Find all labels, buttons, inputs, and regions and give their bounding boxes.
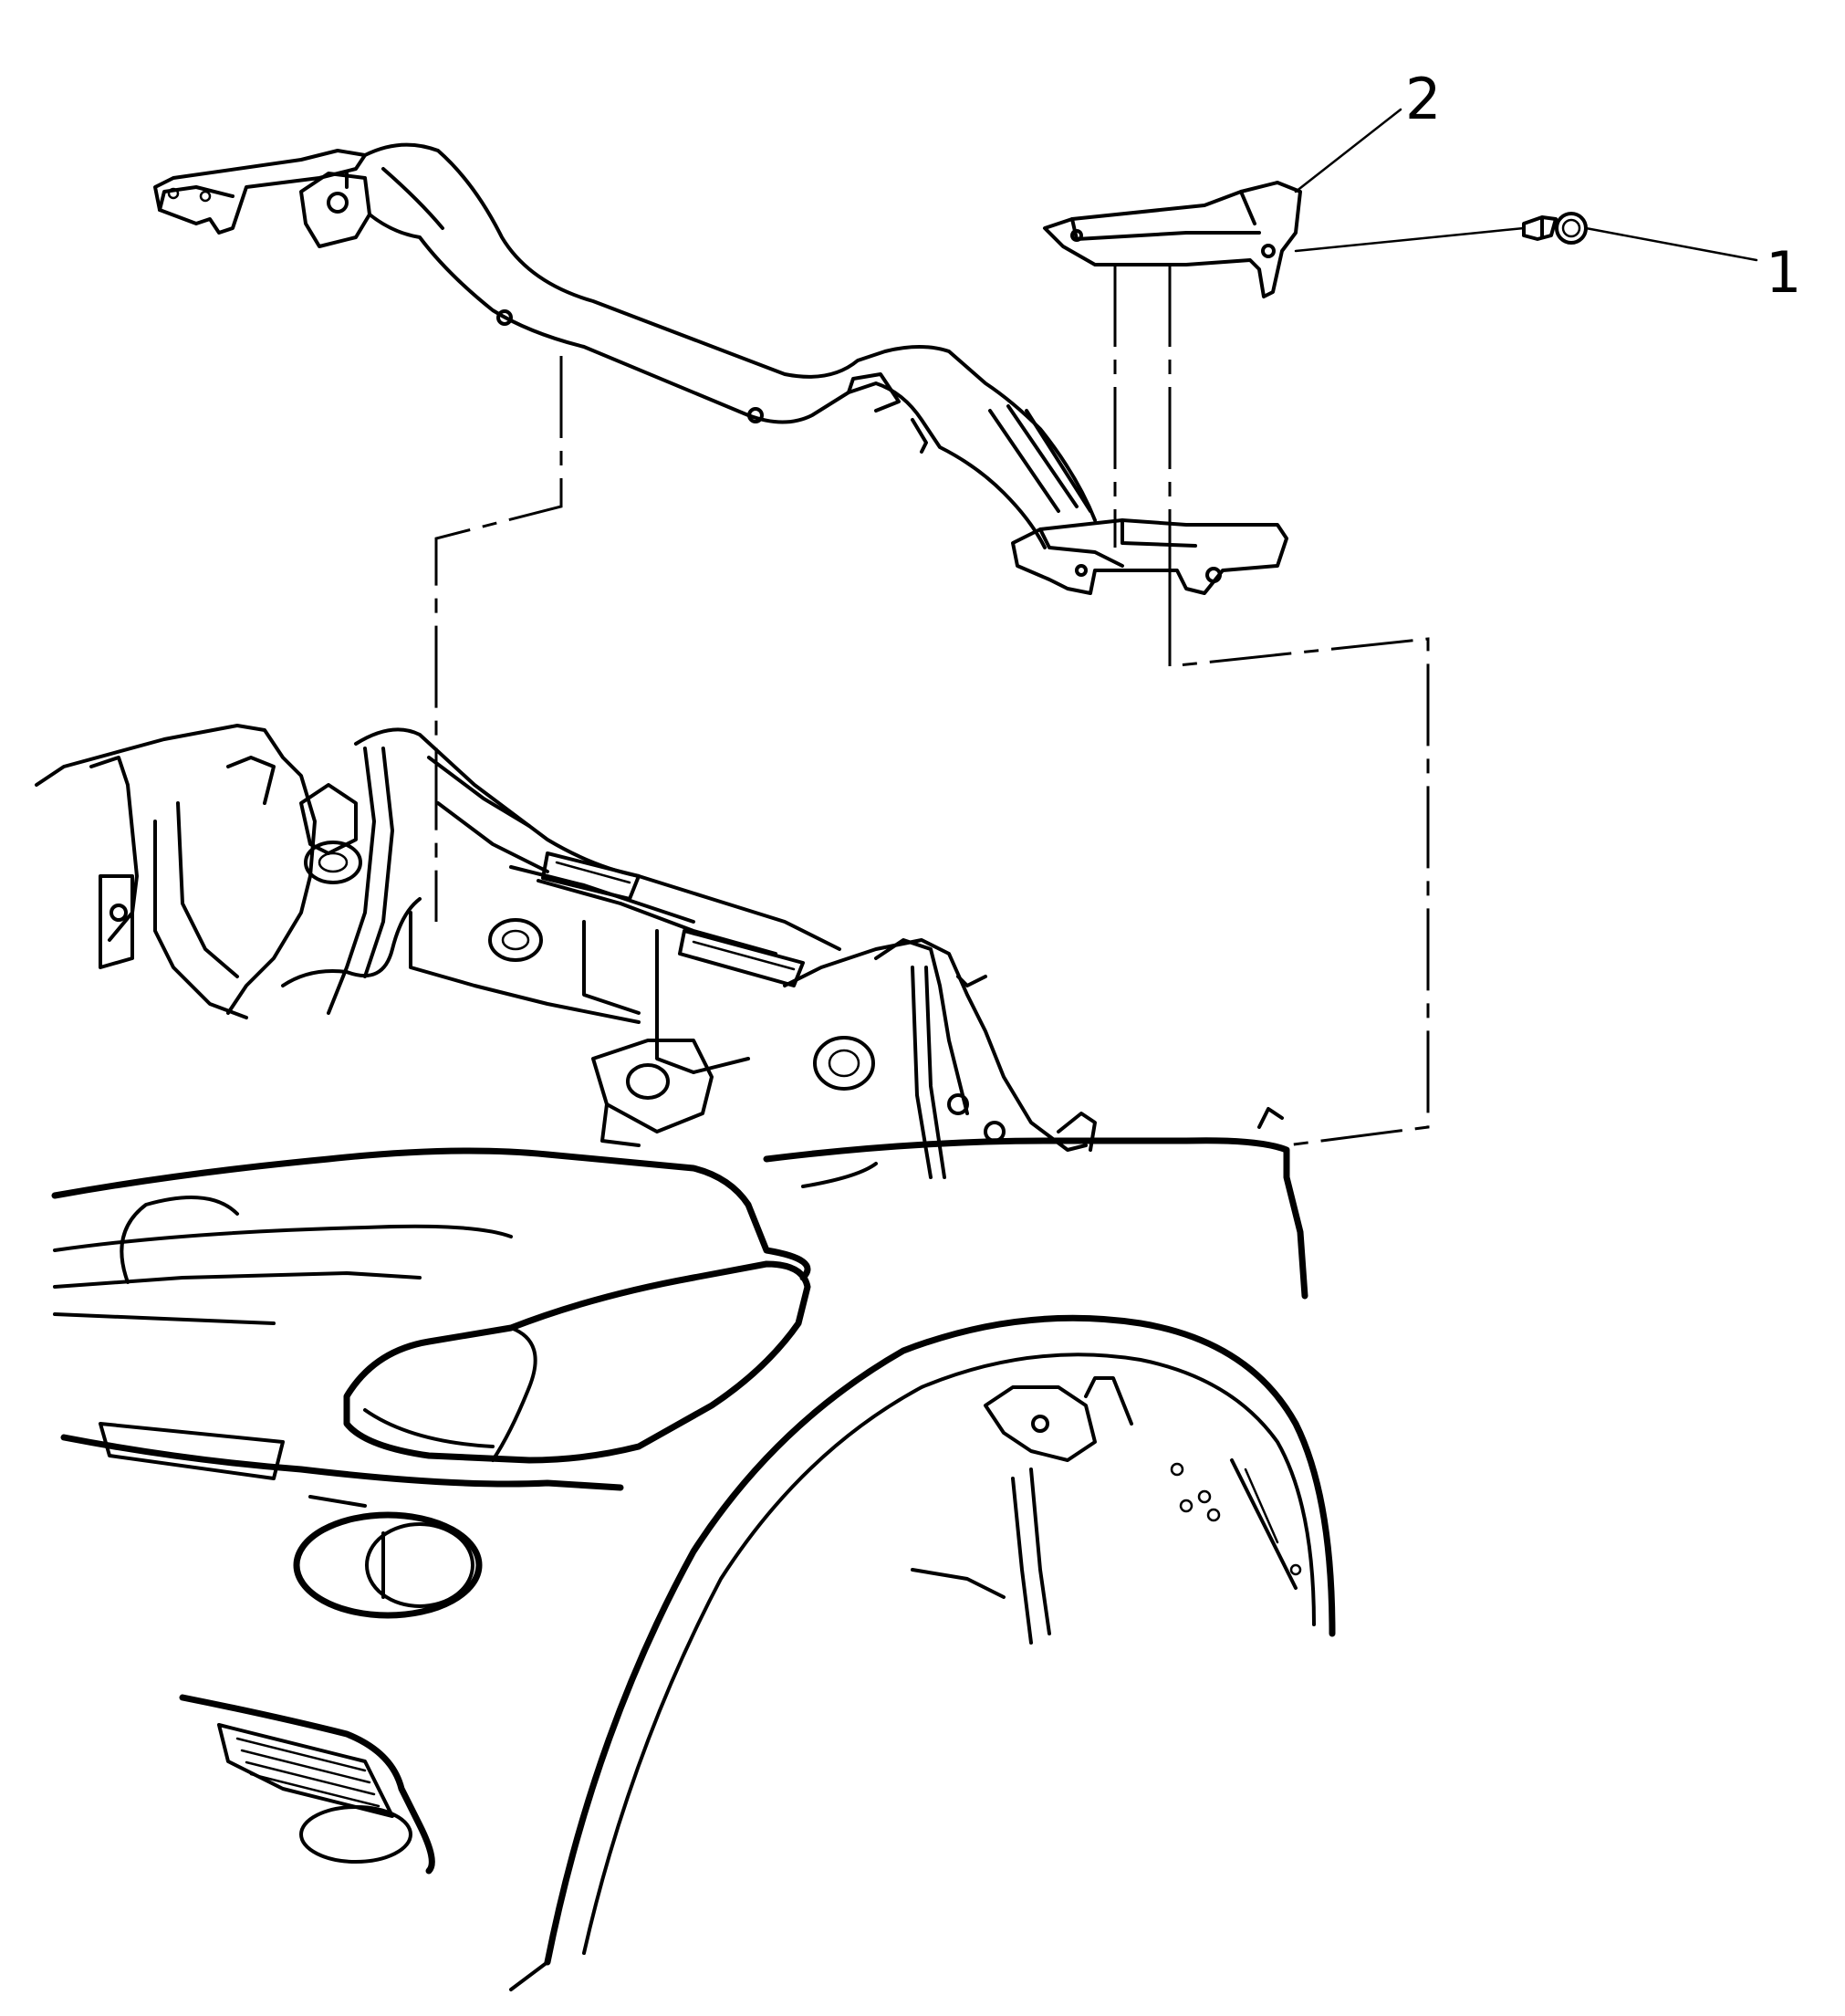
vehicle-front-structure (35, 724, 1336, 1991)
bracket-part-2 (1043, 181, 1302, 298)
radiator-support-cross-bar (153, 142, 1288, 595)
callout-label-1: 1 (1766, 239, 1802, 306)
alignment-lines (434, 108, 1758, 1147)
callout-label-2: 2 (1405, 66, 1442, 132)
bolt-part-1 (1522, 212, 1588, 245)
